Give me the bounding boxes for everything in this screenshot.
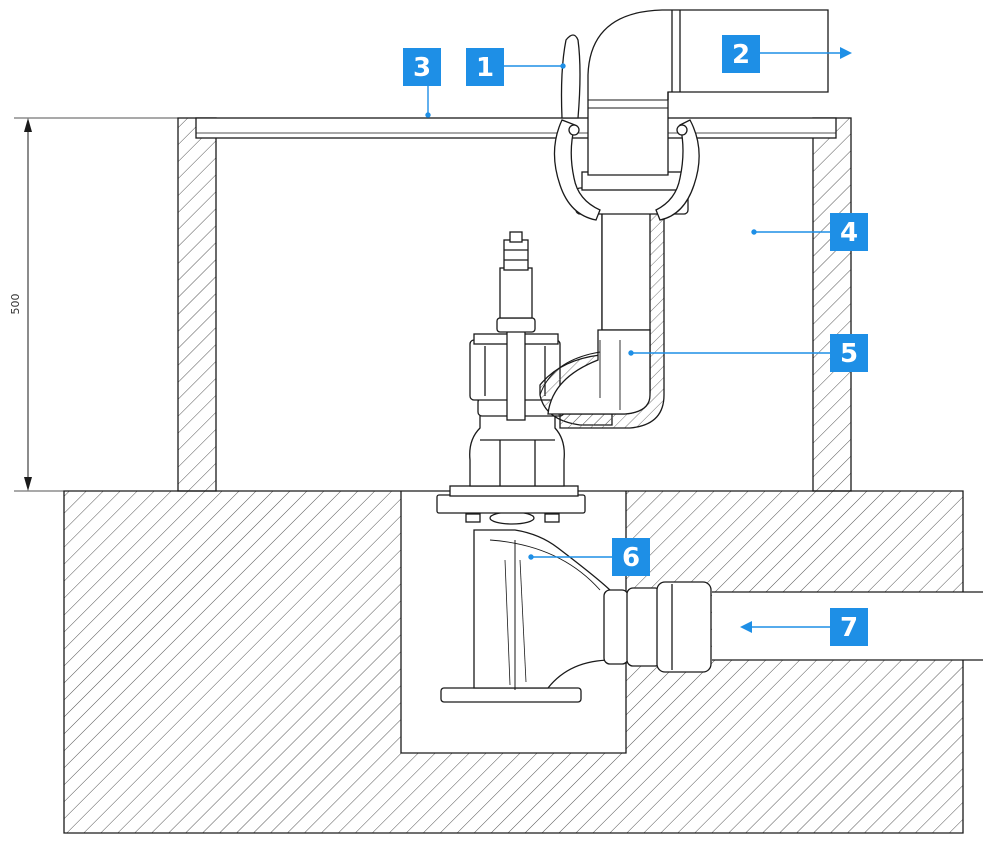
arrow-left-icon [740,621,832,633]
standpipe-coupling [553,119,700,221]
callout-1-number: 1 [476,53,494,83]
callout-7: 7 [830,608,868,646]
callout-4-number: 4 [840,218,858,248]
chamber-lid [195,117,837,139]
outlet-bend [587,9,829,176]
callout-4: 4 [830,213,868,251]
callout-2: 2 [722,35,760,73]
height-dimension: 500 [9,117,178,492]
callout-2-number: 2 [732,40,750,70]
chamber-walls [177,117,852,492]
callout-7-number: 7 [840,613,858,643]
hydrant-base-flange [436,485,586,514]
hand-lever [560,34,581,119]
callout-1: 1 [466,48,504,86]
hydrant-body [469,231,613,487]
callout-6-number: 6 [622,543,640,573]
ground-foundation [63,490,983,834]
riser-elbow [539,211,665,429]
dimension-label: 500 [9,294,22,315]
pipe-coupling [603,581,712,673]
arrow-right-icon [760,47,852,59]
callout-5: 5 [830,334,868,372]
callout-6: 6 [612,538,650,576]
callout-3-number: 3 [413,53,431,83]
callout-5-number: 5 [840,339,858,369]
callout-3: 3 [403,48,441,86]
underground-elbow [440,511,613,703]
